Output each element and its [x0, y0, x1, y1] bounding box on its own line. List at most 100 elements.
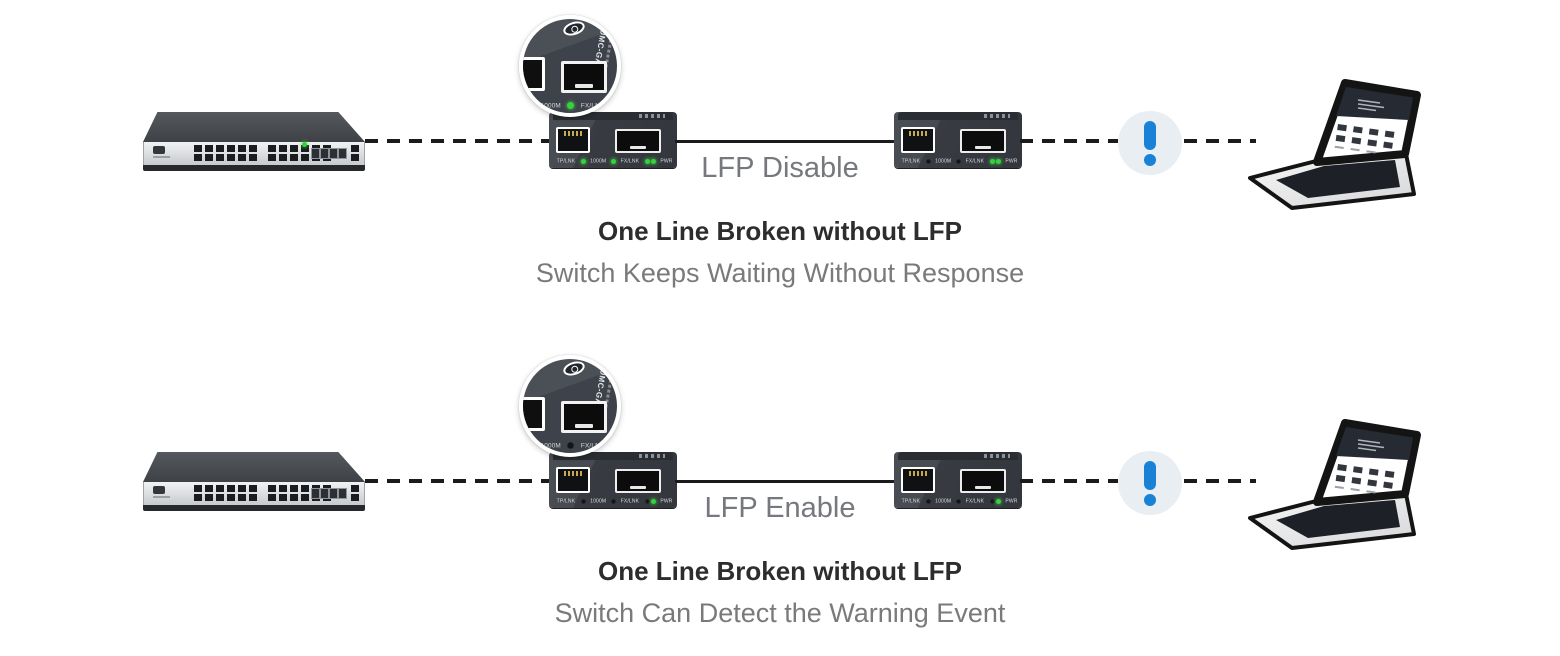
brand-logo-icon: [153, 146, 170, 158]
port-label: TP/LNK: [556, 498, 576, 504]
converter-top-vents: [898, 112, 1018, 120]
port-label: PWR: [660, 158, 673, 164]
exclamation-bar: [1144, 460, 1156, 490]
led-row: TP/LNK 1000M FX/LNK PWR: [898, 496, 1020, 506]
sfp-clasp: [630, 486, 646, 489]
switch-top-panel: [143, 452, 365, 482]
switch-front-panel: [143, 482, 365, 505]
port-label: FX/LNK: [620, 498, 640, 504]
port-status: FX/LNK: [617, 158, 650, 165]
rj45-port: [523, 57, 545, 91]
port-status: PWR: [651, 498, 675, 505]
rj45-port: [901, 127, 935, 153]
row-subtitle: Switch Keeps Waiting Without Response: [535, 258, 1025, 288]
led-row: 1000M FX/LNK PWR: [527, 101, 617, 110]
link-mode-label: LFP Disable: [701, 152, 859, 184]
media-converter-left: TP/LNK 1000M FX/LNK PWR: [549, 112, 677, 168]
port-label: PWR: [660, 498, 673, 504]
laptop-illustration: [1248, 79, 1421, 210]
laptop-screen: [1313, 419, 1421, 506]
led-indicator: [527, 442, 534, 449]
row-subtitle: Switch Can Detect the Warning Event: [554, 598, 1006, 628]
switch-front-panel: [143, 142, 365, 165]
copper-link-dashed-line: [1020, 479, 1118, 483]
port-label: FX/LNK: [965, 158, 985, 164]
port-status: FX/LNK: [617, 498, 650, 505]
fiber-link-line: [675, 140, 896, 143]
port-label: PWR: [1005, 498, 1018, 504]
rj45-port: [556, 127, 590, 153]
laptop-screen: [1313, 79, 1421, 166]
led-indicator: [580, 158, 586, 164]
port-label: 1000M: [540, 101, 561, 110]
rj45-port: [556, 467, 590, 493]
media-converter-left: TP/LNK 1000M FX/LNK PWR: [549, 452, 677, 508]
switch-base: [143, 165, 365, 171]
row-title: One Line Broken without LFP: [598, 556, 962, 586]
uplink-ports: [351, 145, 359, 161]
port-label: PWR: [1005, 158, 1018, 164]
port-status: PWR: [996, 158, 1020, 165]
led-indicator: [996, 158, 1002, 164]
network-switch: [143, 452, 365, 512]
port-label: FX/LNK: [581, 101, 605, 110]
warning-alert-badge: [1118, 111, 1182, 175]
rj45-port-group: [194, 145, 260, 161]
led-row: TP/LNK 1000M FX/LNK PWR: [553, 156, 675, 166]
led-indicator: [611, 442, 617, 449]
brand-logo-icon: [561, 19, 587, 39]
port-status: FX/LNK: [962, 498, 995, 505]
led-indicator: [611, 498, 617, 504]
port-status: PWR: [996, 498, 1020, 505]
diagram-row-lfp-enable: UMC-GA1P1T 1000M FX/LNK PWR TP/LNK: [0, 340, 1560, 656]
port-label: 1000M: [589, 498, 607, 504]
sfp-clasp: [575, 84, 593, 88]
laptop-base: [1248, 152, 1416, 210]
port-label: FX/LNK: [581, 441, 605, 450]
network-switch: [143, 112, 365, 172]
laptop-illustration: [1248, 419, 1421, 550]
port-status: FX/LNK: [962, 158, 995, 165]
sfp-port: [615, 129, 661, 153]
sfp-clasp: [630, 146, 646, 149]
led-row: TP/LNK 1000M FX/LNK PWR: [898, 156, 1020, 166]
brand-logo-icon: [153, 486, 170, 498]
sfp-slots: [311, 488, 347, 499]
brand-logo-icon: [561, 359, 587, 379]
led-indicator: [611, 102, 617, 109]
converter-top-vents: [553, 452, 673, 460]
led-indicator: [527, 102, 534, 109]
led-indicator: [651, 158, 657, 164]
magnifier-zoom-circle-icon: UMC-GA1P1T 1000M FX/LNK PWR: [519, 15, 621, 117]
link-led-indicator: [302, 142, 307, 147]
sfp-port: [561, 401, 607, 433]
port-label: 1000M: [934, 498, 952, 504]
switch-top-panel: [143, 112, 365, 142]
exclamation-dot: [1144, 153, 1156, 166]
port-status: TP/LNK: [898, 158, 931, 165]
port-label: FX/LNK: [965, 498, 985, 504]
led-row: 1000M FX/LNK PWR: [527, 441, 617, 450]
webpage-product-grid: [1334, 464, 1395, 494]
led-indicator: [611, 158, 617, 164]
port-status: TP/LNK: [553, 158, 586, 165]
sfp-slots: [311, 148, 347, 159]
sfp-port: [615, 469, 661, 493]
led-indicator: [651, 498, 657, 504]
port-label: 1000M: [540, 441, 561, 450]
warning-alert-badge: [1118, 451, 1182, 515]
diagram-row-lfp-disable: UMC-GA1P1T 1000M FX/LNK PWR TP/LNK: [0, 0, 1560, 328]
sfp-clasp: [975, 146, 991, 149]
rj45-port: [523, 397, 545, 431]
port-label: 1000M: [934, 158, 952, 164]
copper-link-dashed-line: [365, 479, 551, 483]
sfp-clasp: [575, 424, 593, 428]
copper-link-dashed-line: [365, 139, 551, 143]
sfp-port: [561, 61, 607, 93]
copper-link-dashed-line: [1020, 139, 1118, 143]
port-status: PWR: [651, 158, 675, 165]
rj45-port: [901, 467, 935, 493]
led-indicator: [567, 442, 575, 449]
port-status: TP/LNK: [898, 498, 931, 505]
